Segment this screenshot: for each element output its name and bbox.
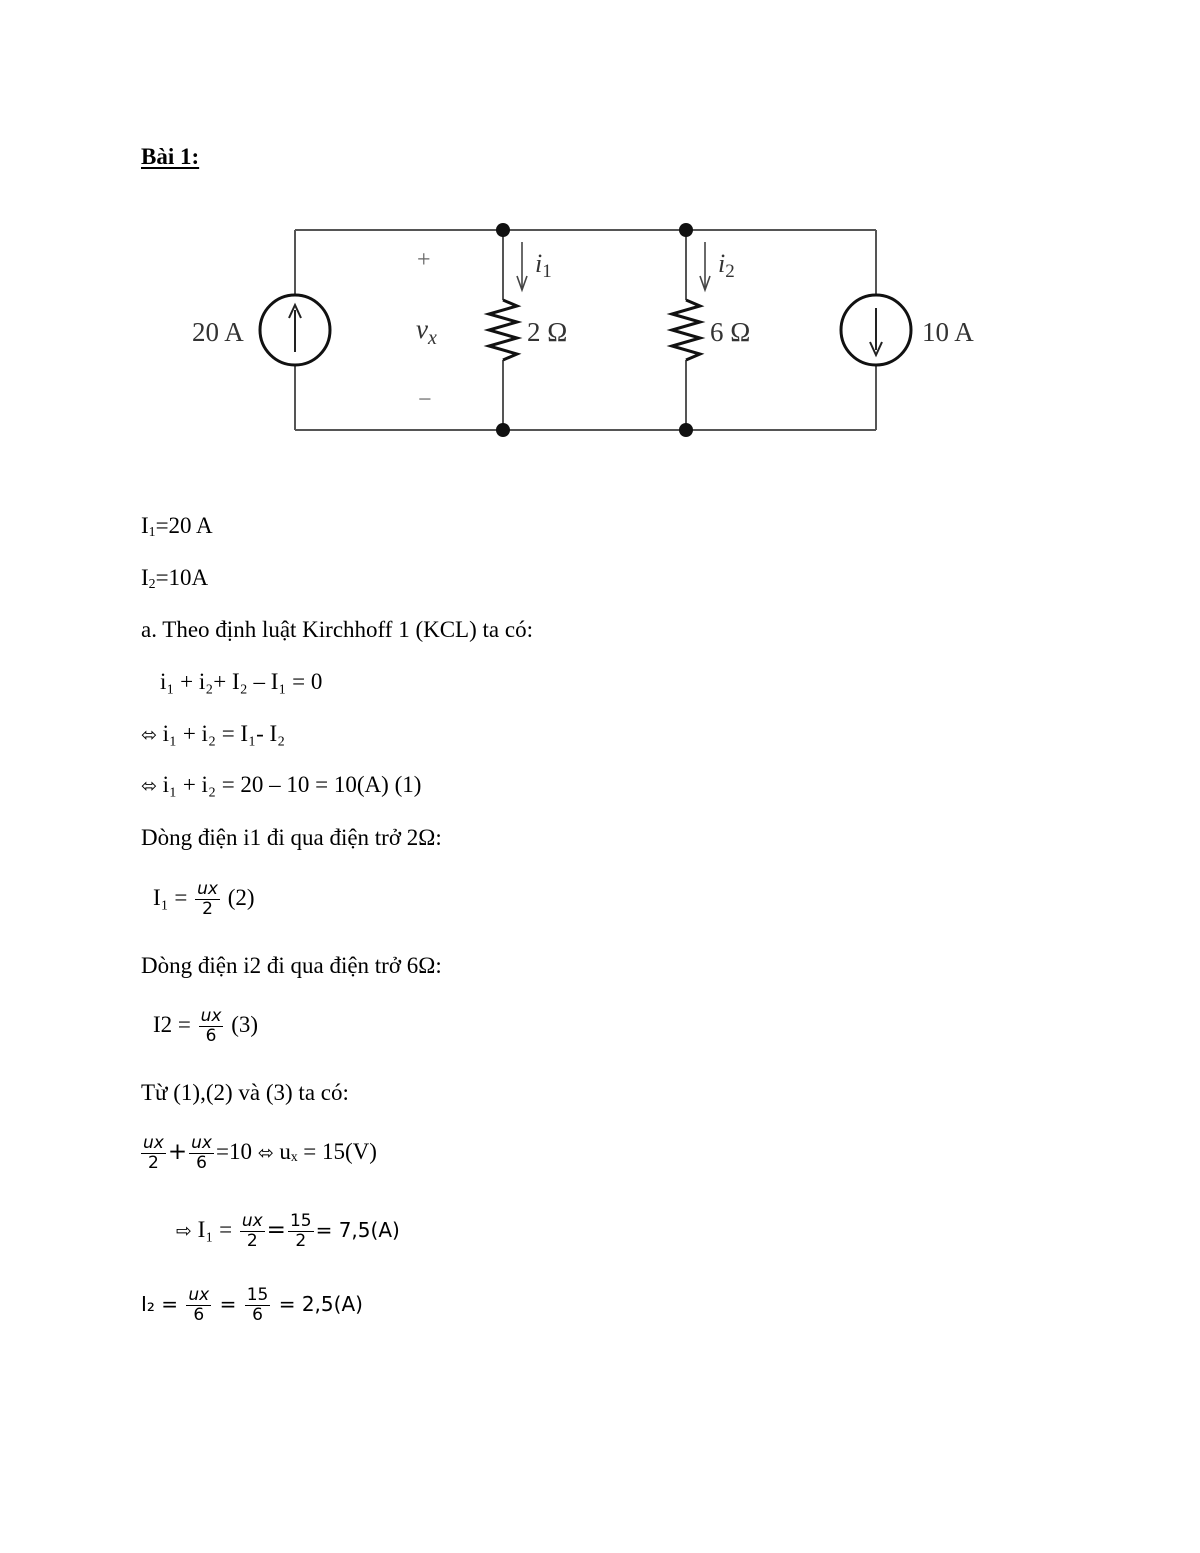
exercise-title: Bài 1: — [141, 144, 200, 169]
source-right-label: 10 A — [922, 317, 974, 347]
kcl-equation-2: ⬄ i₁ + i₂ = I₁- I₂ — [141, 721, 286, 746]
circuit-nodes — [496, 223, 693, 437]
kcl-equation-3: ⬄ i₁ + i₂ = 20 – 10 = 10(A) (1) — [141, 772, 422, 797]
current-i2-heading: Dòng điện i2 đi qua điện trở 6Ω: — [141, 953, 442, 978]
resistor-2-label: 6 Ω — [710, 317, 750, 347]
arrow-up-icon — [288, 302, 302, 319]
implies-arrow-icon: ⇨ — [176, 1219, 192, 1242]
circuit-wires — [294, 229, 877, 431]
circuit-diagram: 20 A 10 A 2 Ω 6 Ω i1 i2 + vx − — [192, 223, 974, 437]
resistor-6-ohm — [666, 298, 706, 362]
current-source-10a — [839, 293, 913, 367]
source-left-label: 20 A — [192, 317, 244, 347]
resistor-2-ohm — [483, 298, 523, 362]
section-a-heading: a. Theo định luật Kirchhoff 1 (KCL) ta c… — [141, 617, 533, 642]
current-i2-label: i2 — [718, 249, 735, 282]
voltage-minus-sign: − — [418, 387, 432, 413]
kcl-equation-1: i₁ + i₂+ I₂ – I₁ = 0 — [160, 669, 323, 694]
equivalence-icon: ⬄ — [141, 775, 157, 797]
equivalence-icon: ⬄ — [257, 1141, 274, 1164]
arrow-down-icon — [869, 341, 883, 358]
combine-heading: Từ (1),(2) và (3) ta có: — [141, 1080, 349, 1105]
resistor-1-label: 2 Ω — [527, 317, 567, 347]
given-i1: I1=20 A — [141, 513, 213, 539]
current-i1-label: i1 — [535, 249, 552, 282]
current-i1-heading: Dòng điện i1 đi qua điện trở 2Ω: — [141, 825, 442, 850]
given-i2: I2=10A — [141, 565, 209, 591]
equivalence-icon: ⬄ — [141, 724, 157, 746]
voltage-vx-label: vx — [416, 314, 437, 349]
voltage-plus-sign: + — [417, 247, 431, 273]
current-source-20a — [258, 293, 332, 367]
